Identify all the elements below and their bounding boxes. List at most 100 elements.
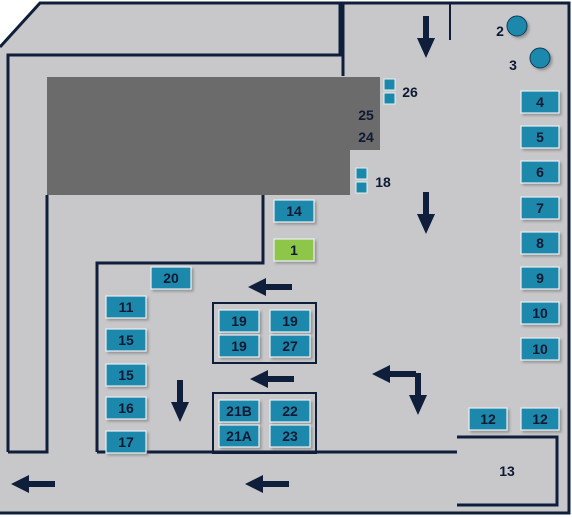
location-box-21a: 21A	[218, 424, 260, 448]
box-shape	[105, 430, 147, 454]
location-box-17: 17	[105, 430, 147, 454]
box-label: 17	[118, 434, 134, 450]
location-box-20: 20	[150, 266, 192, 290]
box-shape	[520, 196, 560, 220]
small-markers-layer: 26 18	[355, 78, 418, 194]
arrow-left-icon	[372, 365, 416, 383]
box-label: 1	[290, 242, 298, 258]
box-label: 8	[536, 235, 544, 251]
box-shape	[520, 231, 560, 255]
box-label: 16	[118, 400, 134, 416]
circle-shape	[529, 47, 551, 69]
box-shape	[520, 337, 560, 361]
box-label: 9	[536, 270, 544, 286]
box-shape	[273, 199, 315, 223]
location-box-5: 5	[520, 125, 560, 149]
location-box-10: 10	[520, 337, 560, 361]
box-label: 19	[231, 338, 247, 354]
location-box-16: 16	[105, 396, 147, 420]
arrow-down-icon	[409, 373, 427, 415]
box-shape	[269, 334, 311, 358]
location-box-21b: 21B	[218, 399, 260, 423]
box-label: 10	[532, 341, 548, 357]
box-label: 19	[231, 313, 247, 329]
circle-shape	[506, 15, 528, 37]
top-left-wall	[6, 3, 342, 452]
circle-label: 3	[509, 57, 517, 73]
box-shape	[218, 309, 260, 333]
small-square	[383, 78, 396, 91]
box-shape	[105, 363, 147, 387]
box-shape	[520, 90, 560, 114]
location-box-10: 10	[520, 301, 560, 325]
arrow-down-icon	[417, 16, 435, 58]
box-shape	[105, 328, 147, 352]
inner-corridor-wall	[95, 195, 265, 452]
box-label: 5	[536, 129, 544, 145]
box-shape	[269, 424, 311, 448]
group-frame-19-27	[212, 302, 317, 364]
box-label: 12	[480, 411, 496, 427]
box-shape	[468, 407, 508, 431]
small-square	[383, 92, 396, 105]
location-box-8: 8	[520, 231, 560, 255]
box-label: 4	[536, 94, 544, 110]
arrow-left-icon	[245, 475, 289, 493]
box-shape	[218, 334, 260, 358]
arrow-left-icon	[11, 475, 55, 493]
arrow-left-icon	[250, 370, 294, 388]
location-box-12: 12	[520, 407, 560, 431]
box-label: 23	[282, 428, 298, 444]
box-shape	[520, 160, 560, 184]
location-box-19: 19	[218, 309, 260, 333]
box-shape	[269, 399, 311, 423]
location-box-7: 7	[520, 196, 560, 220]
circle-marker-2: 2	[496, 15, 528, 39]
location-box-6: 6	[520, 160, 560, 184]
small-marker-label: 18	[375, 174, 391, 190]
area-label-13: 13	[499, 463, 515, 479]
box-shape	[105, 396, 147, 420]
box-shape	[218, 424, 260, 448]
tags-layer: 25 24 13	[358, 107, 515, 479]
box-label: 20	[163, 270, 179, 286]
small-marker-18: 18	[355, 167, 391, 194]
box-label: 21A	[226, 428, 252, 444]
box-label: 27	[282, 338, 298, 354]
location-box-11: 11	[105, 295, 147, 319]
location-box-19: 19	[269, 309, 311, 333]
arrow-down-icon	[417, 192, 435, 234]
arrow-left-icon	[248, 278, 292, 296]
location-box-23: 23	[269, 424, 311, 448]
box-shape	[520, 407, 560, 431]
building-core-block	[47, 77, 380, 195]
circle-label: 2	[496, 23, 504, 39]
group-frame-21-23	[212, 392, 317, 454]
circles-layer: 23	[496, 15, 551, 73]
area-label-24: 24	[358, 129, 374, 145]
small-square	[355, 181, 368, 194]
location-box-27: 27	[269, 334, 311, 358]
location-box-15: 15	[105, 363, 147, 387]
area-label-25: 25	[358, 107, 374, 123]
box-shape	[520, 266, 560, 290]
location-box-14: 14	[273, 199, 315, 223]
box-shape	[520, 301, 560, 325]
box-label: 15	[118, 367, 134, 383]
box-shape	[150, 266, 192, 290]
location-box-1: 1	[273, 238, 315, 262]
box-shape	[273, 238, 315, 262]
box-label: 7	[536, 200, 544, 216]
box-shape	[269, 309, 311, 333]
location-box-4: 4	[520, 90, 560, 114]
small-marker-26: 26	[383, 78, 418, 105]
location-box-15: 15	[105, 328, 147, 352]
arrows-layer	[11, 16, 435, 493]
box-shape	[520, 125, 560, 149]
box-label: 15	[118, 332, 134, 348]
box-shape	[105, 295, 147, 319]
